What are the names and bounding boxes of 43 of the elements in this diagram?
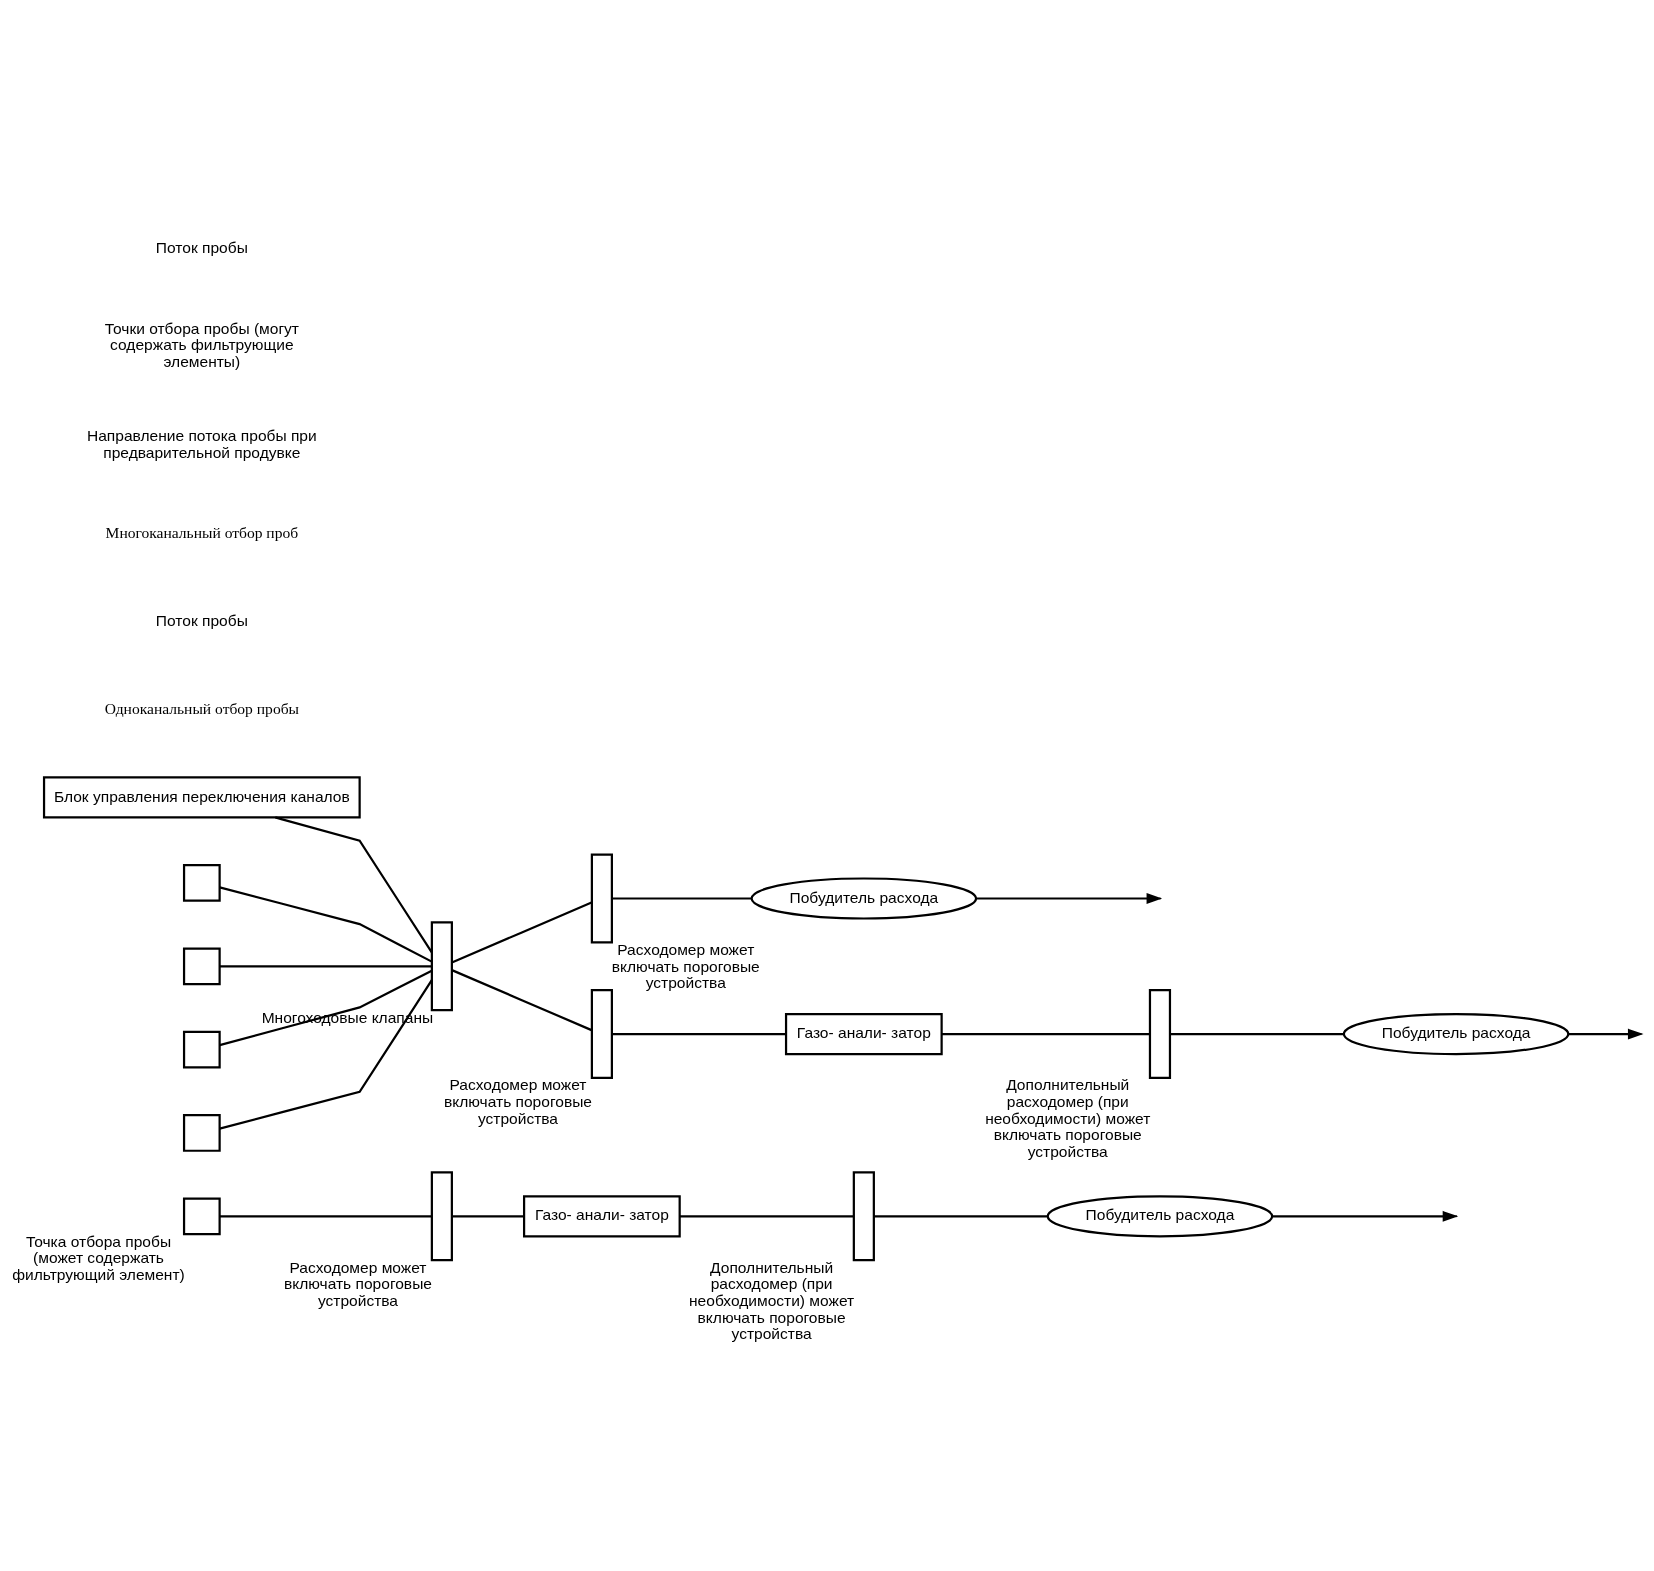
connector <box>451 968 592 1031</box>
label: Многоканальный отбор проб <box>105 523 299 541</box>
connector <box>611 896 752 900</box>
node-box <box>182 863 221 902</box>
label: Точки отбора пробы (могут содержать фильтрующие элементы) <box>104 319 299 370</box>
connector <box>451 1214 524 1217</box>
label: Поток пробы <box>155 238 248 256</box>
node-box: Газо- анали- затор <box>784 1012 943 1055</box>
node-ellipse: Побудитель расхода <box>1342 1012 1570 1055</box>
node-box: Газо- анали- затор <box>523 1194 681 1237</box>
node-label: Расходомер может включать пороговые устройства <box>611 940 760 991</box>
node-label: Точка отбора пробы (может содержать фильтрующий элемент) <box>12 1232 185 1283</box>
connector <box>611 1032 786 1035</box>
connector <box>1170 1032 1345 1035</box>
node-label: Расходомер может включать пороговые устройства <box>443 1075 592 1127</box>
connector <box>219 1214 432 1217</box>
connector <box>275 815 433 953</box>
connector <box>874 1214 1048 1217</box>
connector <box>219 979 433 1130</box>
node-bar <box>590 988 613 1079</box>
label: Одноканальный отбор пробы <box>104 699 300 717</box>
node-box <box>182 946 221 985</box>
node-box <box>182 1113 221 1152</box>
node-bar <box>1148 988 1172 1079</box>
node-bar <box>852 1170 875 1261</box>
connector <box>219 885 433 963</box>
node-bar <box>430 920 453 1011</box>
node-ellipse: Побудитель расхода <box>750 876 978 920</box>
label: Поток пробы <box>155 611 248 629</box>
node-box <box>182 1030 221 1069</box>
node-box <box>182 1196 221 1235</box>
node-bar <box>430 1170 453 1261</box>
connector <box>941 1032 1150 1035</box>
node-ellipse: Побудитель расхода <box>1046 1194 1274 1237</box>
node-box: Блок управления переключения каналов <box>42 775 361 818</box>
node-label: Расходомер может включать пороговые устройства <box>283 1258 432 1309</box>
label: Направление потока пробы при предварительной продувке <box>86 426 317 461</box>
node-label: Дополнительный расходомер (при необходимости) может включать пороговые устройства <box>689 1258 855 1342</box>
node-bar <box>590 853 613 943</box>
node-label: Дополнительный расходомер (при необходимости) может включать пороговые устройства <box>985 1075 1151 1160</box>
connector <box>219 964 432 967</box>
connector <box>679 1214 854 1217</box>
connector <box>451 900 592 963</box>
